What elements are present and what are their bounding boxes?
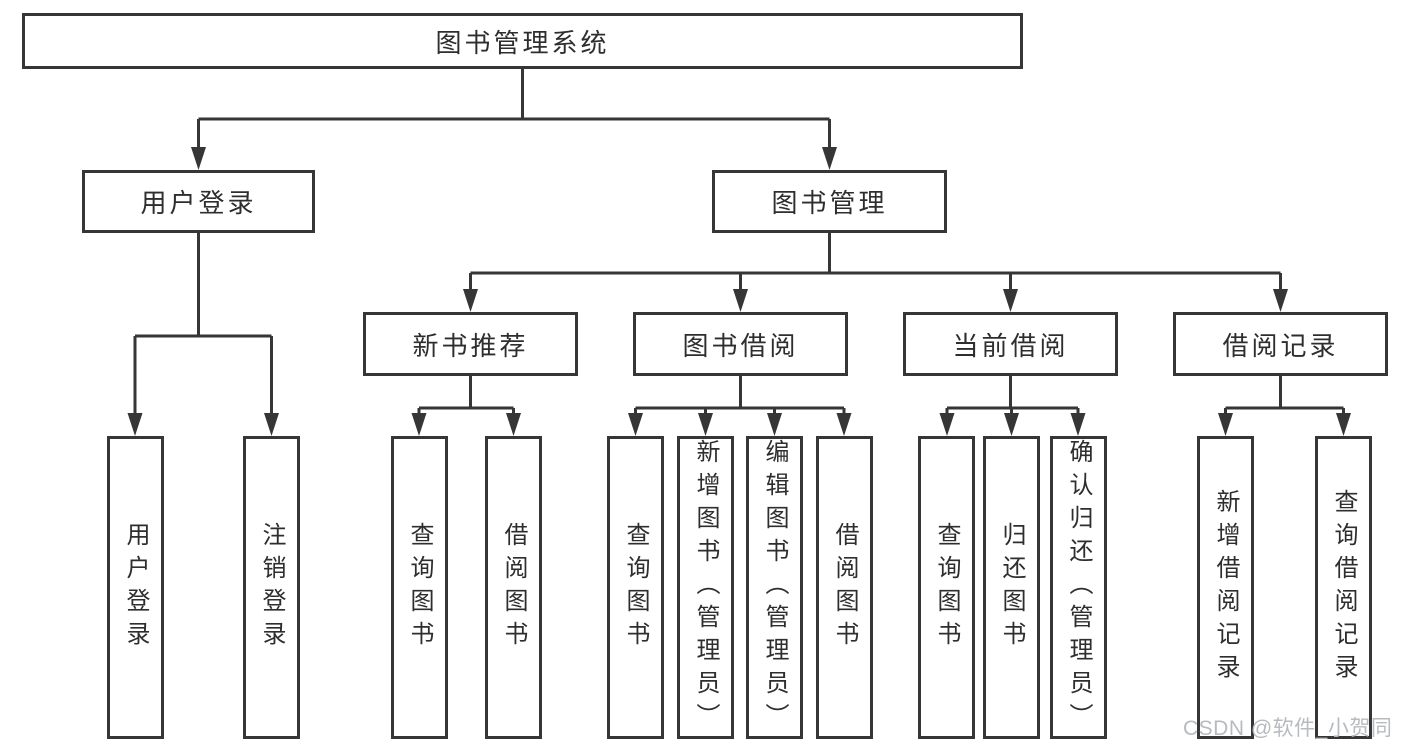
arrowhead-down-icon [733, 289, 748, 312]
leaf-confirm-return-admin: 确认归还（管理员） [1050, 436, 1107, 739]
node-new-book-recommendation: 新书推荐 [363, 312, 578, 376]
arrowhead-down-icon [1336, 413, 1351, 436]
leaf-query-books-borrowing: 查询图书 [607, 436, 664, 739]
arrowhead-down-icon [628, 413, 643, 436]
leaf-borrow-books-recommend: 借阅图书 [485, 436, 542, 739]
arrowhead-down-icon [939, 413, 955, 436]
node-user-login: 用户登录 [82, 170, 315, 233]
arrowhead-down-icon [1273, 289, 1288, 312]
arrowhead-down-icon [463, 289, 478, 312]
leaf-logout: 注销登录 [243, 436, 300, 739]
leaf-edit-books-admin: 编辑图书（管理员） [746, 436, 803, 739]
arrowhead-down-icon [698, 413, 713, 436]
node-current-borrowing: 当前借阅 [903, 312, 1118, 376]
leaf-query-books-recommend: 查询图书 [391, 436, 448, 739]
leaf-add-books-admin: 新增图书（管理员） [677, 436, 734, 739]
arrowhead-down-icon [767, 413, 782, 436]
arrowhead-down-icon [411, 413, 427, 436]
leaf-add-borrow-record: 新增借阅记录 [1197, 436, 1254, 739]
leaf-query-borrow-record: 查询借阅记录 [1315, 436, 1372, 739]
arrowhead-down-icon [1218, 413, 1233, 436]
node-book-management: 图书管理 [712, 170, 947, 233]
arrowhead-down-icon [506, 413, 521, 436]
leaf-query-books-current: 查询图书 [918, 436, 975, 739]
arrowhead-down-icon [822, 147, 837, 170]
arrowhead-down-icon [1004, 413, 1019, 436]
node-book-borrowing: 图书借阅 [633, 312, 848, 376]
leaf-borrow-books: 借阅图书 [816, 436, 873, 739]
arrowhead-down-icon [1070, 413, 1086, 436]
leaf-return-books: 归还图书 [983, 436, 1040, 739]
arrowhead-down-icon [1003, 289, 1018, 312]
arrowhead-down-icon [127, 413, 143, 436]
arrowhead-down-icon [836, 413, 852, 436]
arrowhead-down-icon [264, 413, 279, 436]
arrowhead-down-icon [191, 147, 206, 170]
watermark: CSDN @软件_小贺同学 [1183, 717, 1393, 740]
node-borrowing-records: 借阅记录 [1173, 312, 1388, 376]
leaf-user-login: 用户登录 [107, 436, 164, 739]
node-book-management-system: 图书管理系统 [22, 13, 1023, 69]
